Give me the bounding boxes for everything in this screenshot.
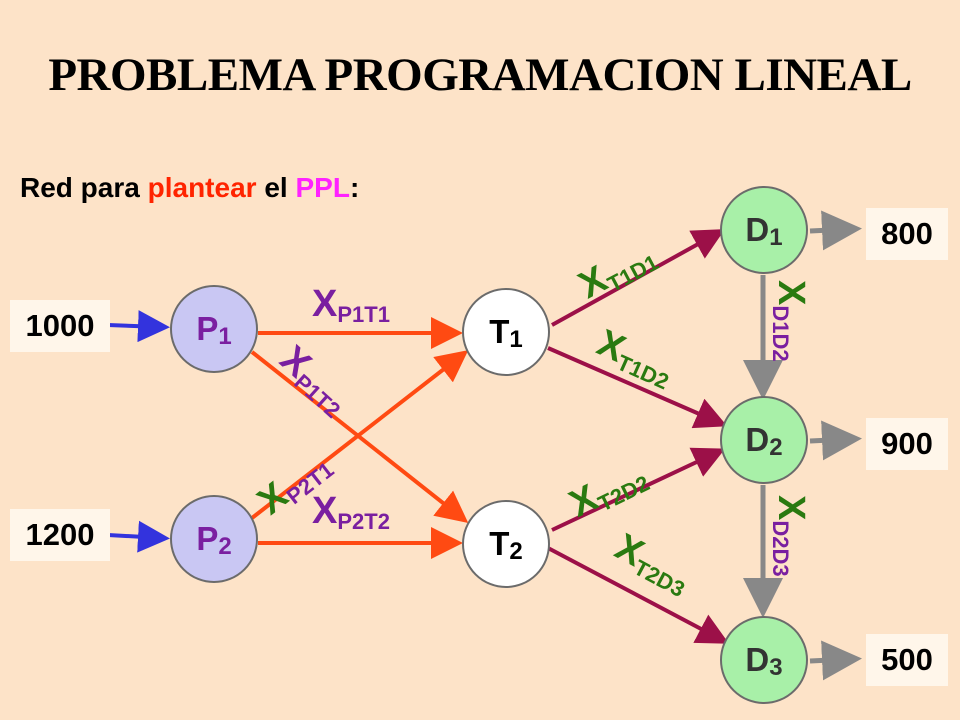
node-t1-letter: T: [489, 313, 510, 350]
arc-supply-p1: [107, 310, 170, 343]
node-t2-letter: T: [489, 525, 510, 562]
supply-box-p2: 1200: [10, 509, 110, 561]
demand-box-d2: 900: [866, 418, 948, 470]
subtitle: Red para plantear el PPL:: [20, 172, 359, 204]
page-title: PROBLEMA PROGRAMACION LINEAL: [48, 49, 912, 101]
var-label-p1t1: XP1T1: [312, 283, 390, 327]
var-label-p2t2: XP2T2: [312, 490, 390, 534]
subtitle-text-3: el: [256, 172, 296, 203]
node-d1-sub: 1: [769, 224, 783, 251]
node-t2-sub: 2: [509, 538, 523, 565]
node-d3-sub: 3: [769, 654, 783, 681]
arc-d1-demand: [809, 210, 862, 251]
var-label-d2d3: XD2D3: [768, 495, 812, 577]
arc-d3-demand: [809, 640, 862, 681]
arc-p2-t1: [250, 350, 469, 520]
var-d1d2-sub: D1D2: [768, 305, 793, 362]
demand-box-d3: 500: [866, 634, 948, 686]
node-p2-letter: P: [196, 520, 219, 557]
var-label-d1d2: XD1D2: [768, 280, 812, 362]
var-p1t1-x: X: [312, 283, 338, 325]
arc-t1-d2: [547, 346, 728, 429]
var-d2d3-sub: D2D3: [768, 520, 793, 577]
arc-t2-d2: [551, 447, 726, 532]
arc-t2-d3: [547, 546, 730, 644]
node-d3-letter: D: [745, 641, 770, 678]
var-p1t1-sub: P1T1: [337, 302, 390, 327]
subtitle-text-ppl: PPL: [295, 172, 350, 203]
node-d2-sub: 2: [769, 434, 783, 461]
node-p1-letter: P: [196, 310, 219, 347]
var-d2d3-x: X: [770, 495, 812, 521]
subtitle-text-5: :: [349, 172, 360, 203]
var-d1d2-x: X: [770, 280, 812, 306]
supply-box-p1: 1000: [10, 300, 110, 352]
demand-box-d1: 800: [866, 208, 948, 260]
arc-t1-d1: [551, 229, 725, 327]
var-p2t2-x: X: [312, 490, 338, 532]
node-t1-sub: 1: [509, 326, 523, 353]
arc-supply-p2: [107, 520, 170, 553]
arc-d2-demand: [809, 420, 862, 461]
node-p1-sub: 1: [218, 323, 232, 350]
var-p2t2-sub: P2T2: [337, 509, 390, 534]
subtitle-text-plantear: plantear: [147, 172, 257, 203]
node-p2-sub: 2: [218, 533, 232, 560]
node-d2-letter: D: [745, 421, 770, 458]
subtitle-text-1: Red para: [20, 172, 148, 203]
node-d1-letter: D: [745, 211, 770, 248]
